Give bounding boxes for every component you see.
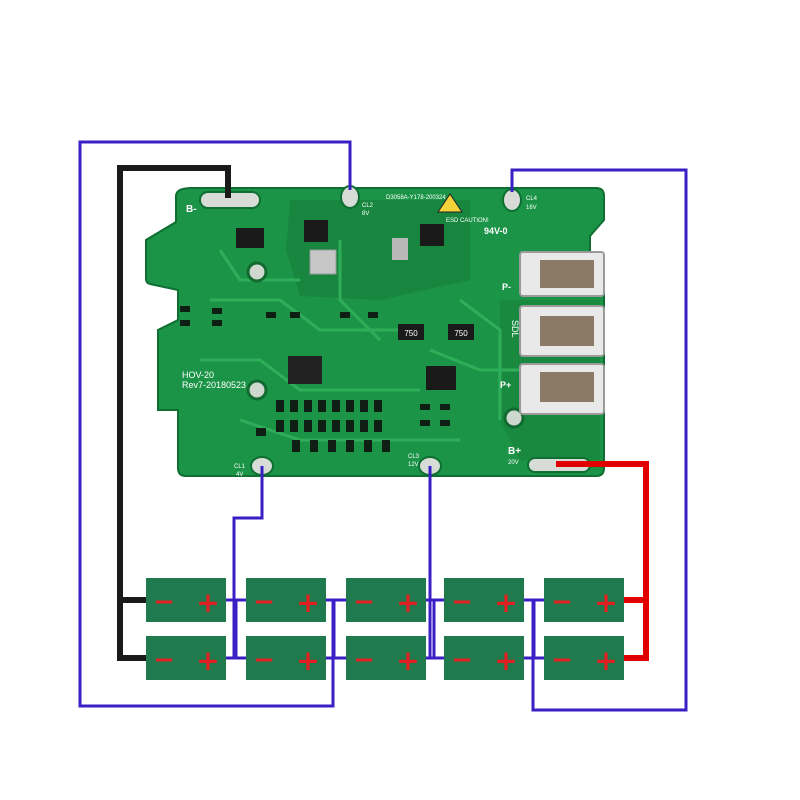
battery-cell: − + [346,578,426,622]
cell-plus-sign: + [196,644,219,677]
cl3-label: CL3 [408,454,420,460]
battery-cell: − + [246,578,326,622]
ic-chips [236,220,474,390]
b-plus-label: B+ [508,446,521,457]
battery-cell: − + [246,636,326,680]
model-label: HOV-20 [182,370,214,380]
cell-minus-sign: − [353,645,375,675]
cell-plus-sign: + [594,644,617,677]
battery-cell: − + [544,636,624,680]
cl2-voltage: 8V [362,211,369,217]
cl1-label: CL1 [234,464,246,470]
cell-minus-sign: − [153,645,175,675]
cl1-balance-wire [232,466,264,658]
esd-warning-icon [437,193,463,213]
output-connector [519,251,605,415]
esd-caution-text: ESD CAUTION! [446,218,489,224]
cell-plus-sign: + [196,586,219,619]
cell-plus-sign: + [296,586,319,619]
cell-minus-sign: − [451,587,473,617]
cl2-label: CL2 [362,203,374,209]
battery-cell: − + [444,636,524,680]
resistor-label: 750 [404,329,418,338]
b-minus-wire [117,165,231,661]
b-plus-wire [556,461,649,661]
cl4-voltage: 16V [526,205,537,211]
cell-plus-sign: + [396,586,419,619]
flammability-rating: 94V-0 [484,226,508,236]
bms-board: 750 750 [145,185,605,478]
battery-cell: − + [146,578,226,622]
cell-minus-sign: − [253,645,275,675]
cell-minus-sign: − [153,587,175,617]
revision-label: Rev7-20180523 [182,380,246,390]
cell-minus-sign: − [551,645,573,675]
cell-minus-sign: − [353,587,375,617]
mounting-holes [246,261,525,429]
battery-pack: − + − + − + − + − + − + [146,578,624,680]
cell-plus-sign: + [494,644,517,677]
cell-minus-sign: − [551,587,573,617]
wiring [78,140,688,712]
battery-cell: − + [346,636,426,680]
cell-series-links [226,598,544,660]
battery-cell: − + [444,578,524,622]
cell-minus-sign: − [451,645,473,675]
battery-cell: − + [146,636,226,680]
sdl-label: SDL [510,320,520,338]
p-minus-label: P- [502,282,511,292]
board-outline [145,187,605,477]
cell-minus-sign: − [253,587,275,617]
cl4-pad [502,188,522,212]
cl2-balance-wire [78,140,352,708]
battery-cell: − + [544,578,624,622]
cl1-voltage: 4V [236,472,243,478]
p-plus-label: P+ [500,380,511,390]
cl4-label: CL4 [526,196,538,202]
b-minus-label: B- [186,204,197,215]
b-plus-voltage: 20V [508,460,519,466]
resistor-label: 750 [454,329,468,338]
cell-plus-sign: + [494,586,517,619]
part-number: D3058A-Y178-200324 [386,195,446,201]
smd-components [180,306,450,452]
cell-plus-sign: + [396,644,419,677]
cell-plus-sign: + [296,644,319,677]
cl4-balance-wire [510,168,688,712]
cl3-voltage: 12V [408,462,419,468]
cell-plus-sign: + [594,586,617,619]
